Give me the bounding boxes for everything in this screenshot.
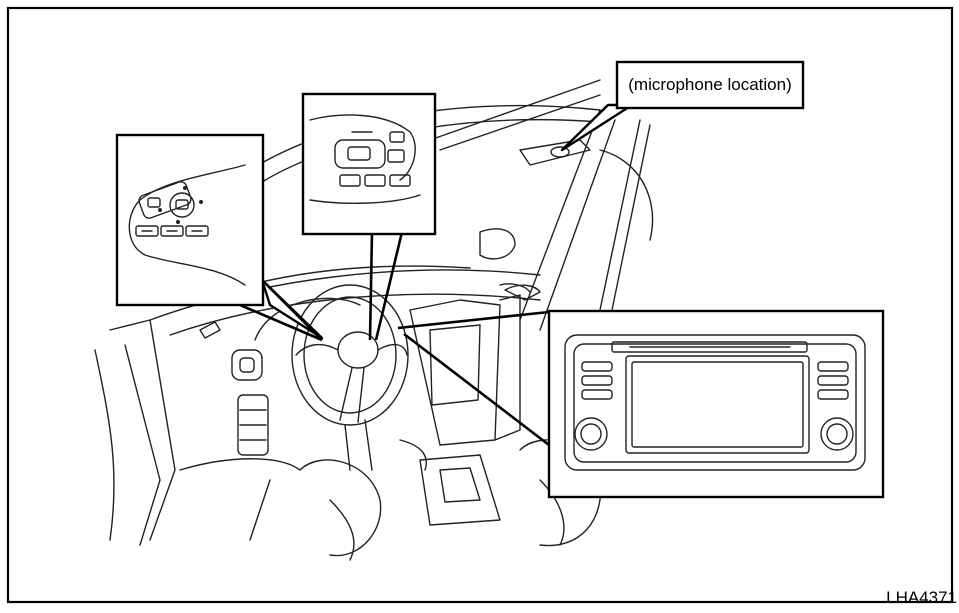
microphone-location-label: (microphone location)	[617, 62, 803, 108]
figure-code: LHA4371	[886, 588, 957, 608]
